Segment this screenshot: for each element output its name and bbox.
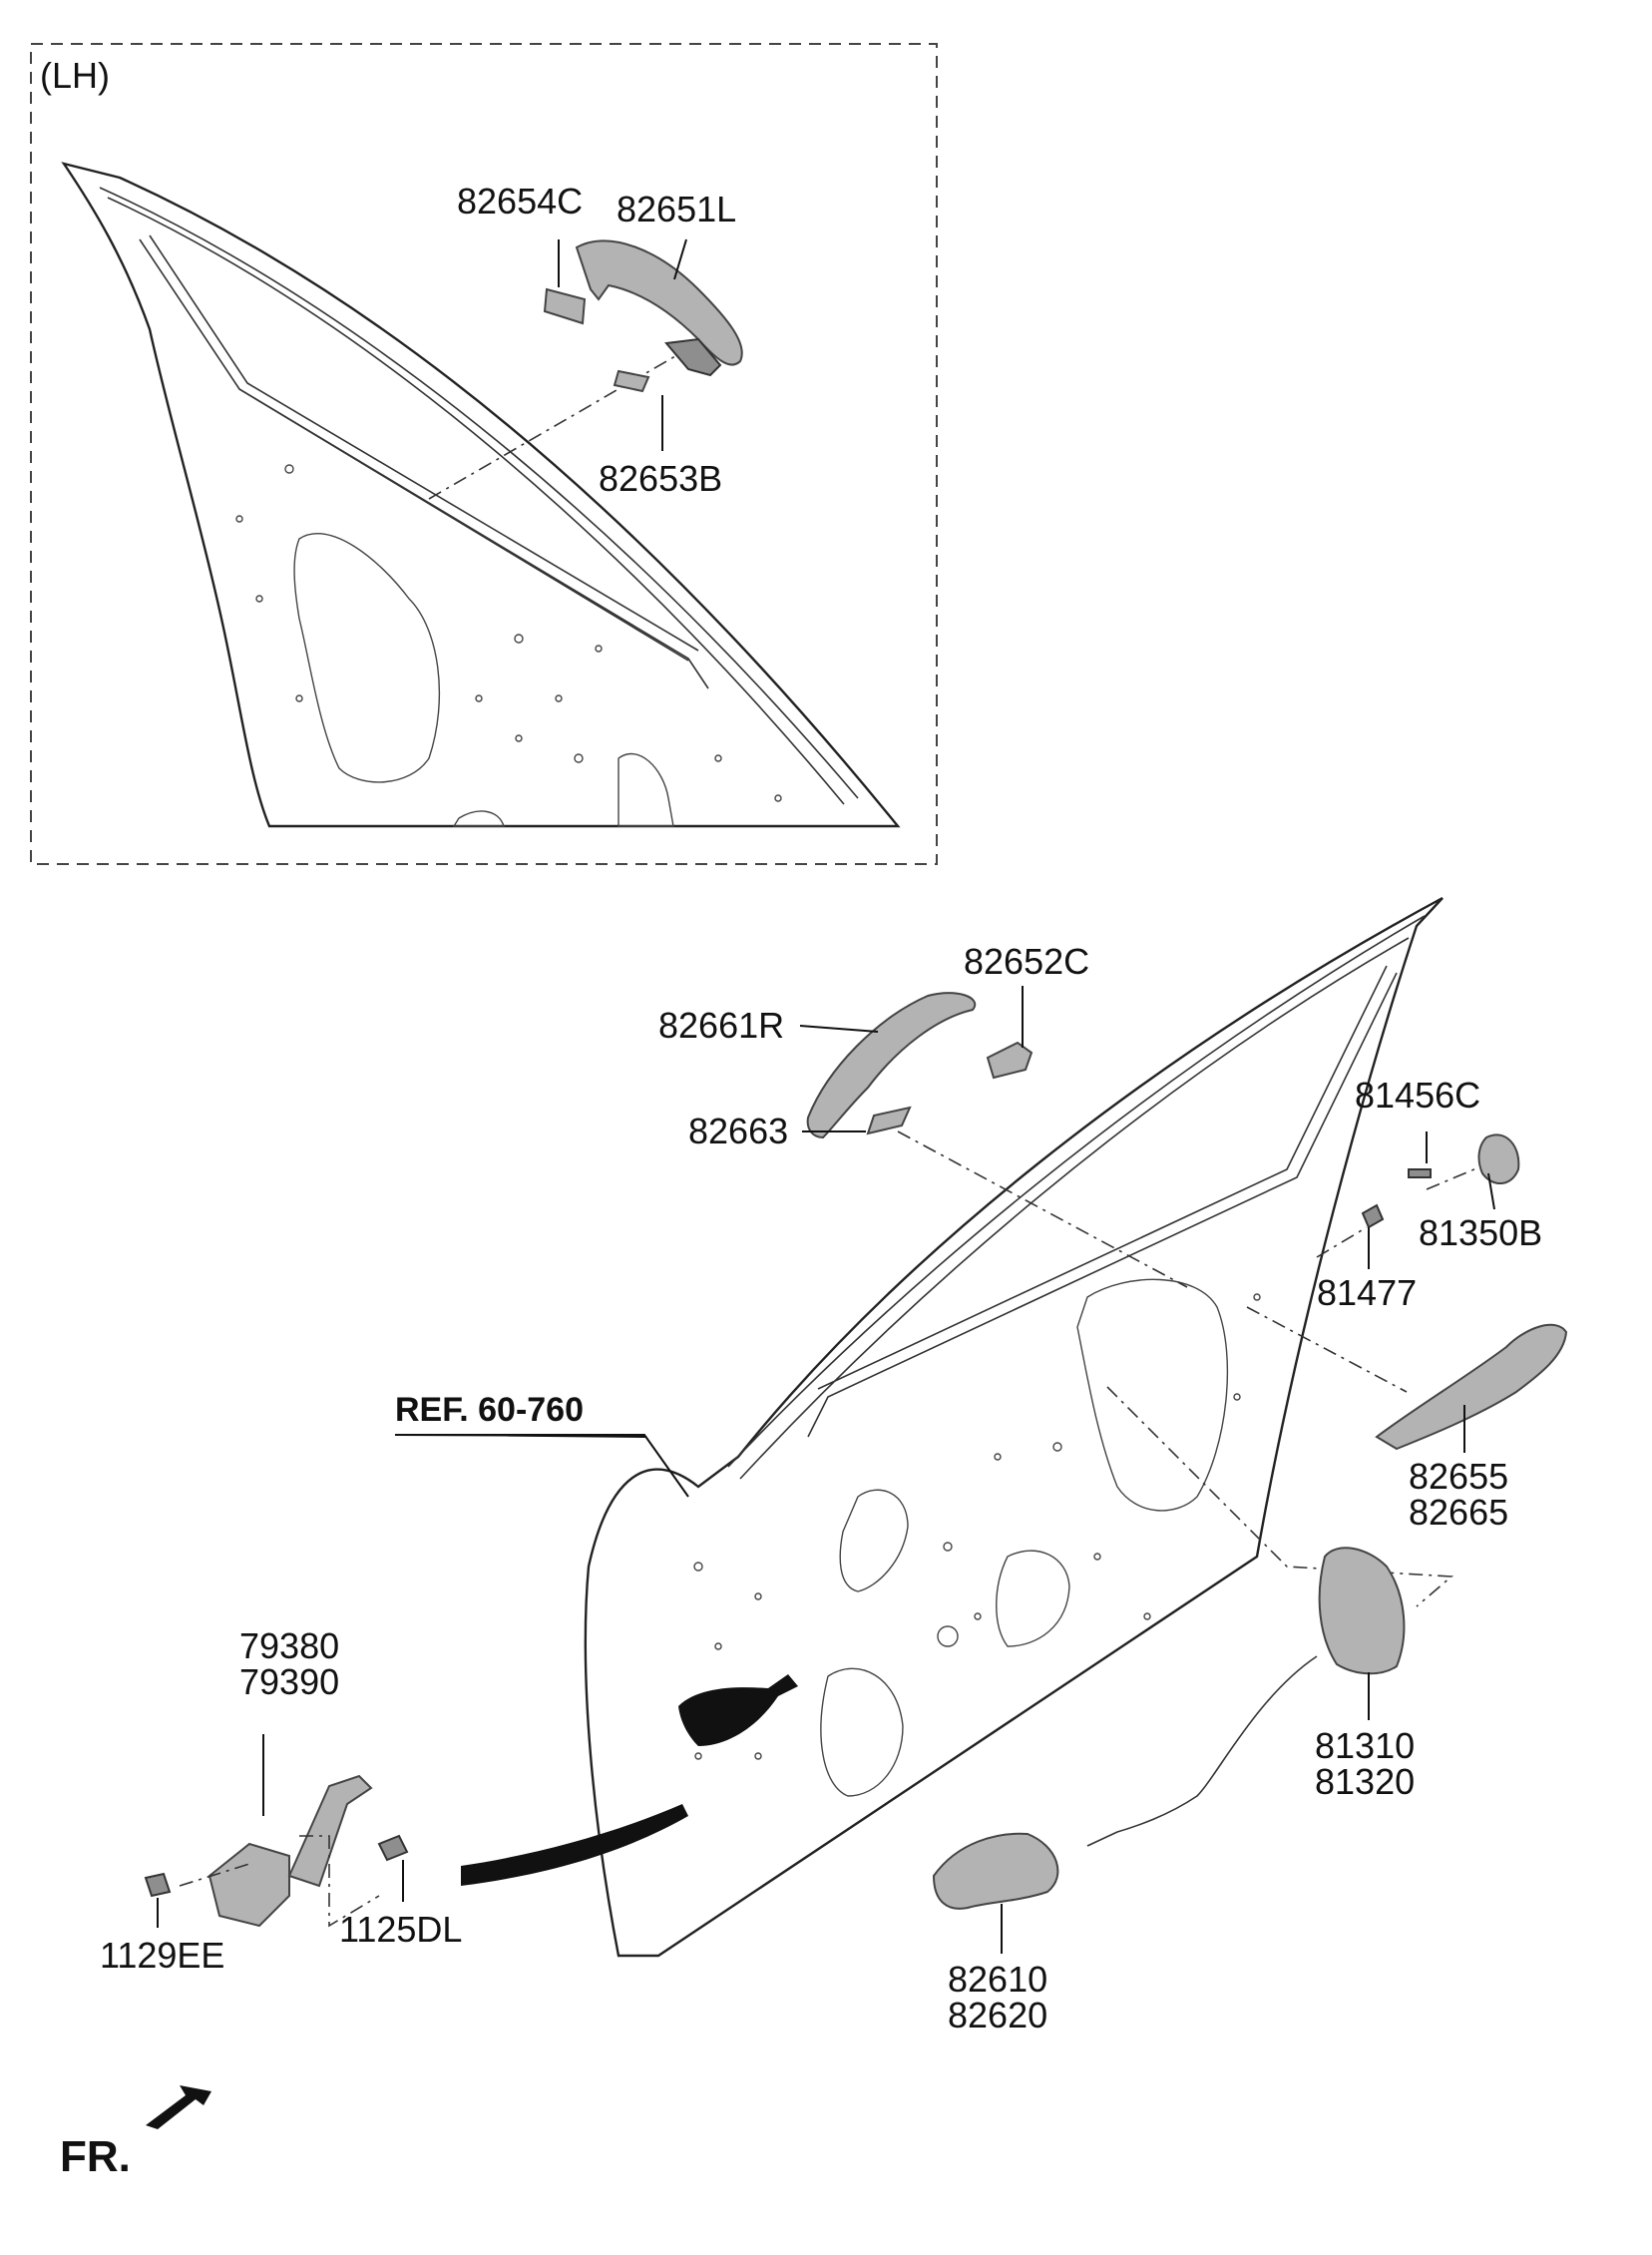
handle-base-82651L [664,337,722,377]
latch-cable [1086,1655,1318,1847]
callout-1125DL: 1125DL [339,1909,462,1950]
callout-81310: 81310 [1315,1725,1415,1766]
gasket-82663 [866,1106,912,1135]
callout-79390: 79390 [239,1661,339,1702]
inset-border [30,43,938,865]
door-latch-81310 [1318,1547,1406,1675]
rh-cable-alignment-line [1246,1306,1408,1393]
callout-82663: 82663 [688,1111,788,1151]
callout-79380: 79380 [239,1625,339,1666]
lh-inset: (LH) 82654C 82651L 82653B [30,43,938,865]
lh-handle-alignment-line [428,330,719,500]
rh-panel-holes [654,1293,1261,1830]
ref-label: REF. 60-760 [395,1391,584,1429]
inset-label: (LH) [40,55,110,96]
front-label: FR. [60,2132,131,2181]
lh-door-panel [61,162,901,828]
callout-81350B: 81350B [1419,1212,1542,1253]
front-arrow-icon [146,2085,211,2129]
bolt-1129EE [144,1872,172,1898]
inside-handle-82610 [932,1832,1059,1910]
ref-pointer-arrow [461,1804,688,1886]
callout-82654C: 82654C [457,181,583,222]
bolt-81456C [1408,1168,1432,1178]
gasket-82653B [613,369,650,393]
outside-handle-82661R [806,992,977,1139]
handle-carrier-82655 [1375,1323,1568,1451]
cap-82652C [986,1041,1033,1080]
door-checker-strap [678,1674,798,1746]
rh-handle-alignment-line [897,1130,1188,1288]
bolt-81456C-alignment [1426,1162,1489,1190]
callout-81320: 81320 [1315,1761,1415,1802]
outside-handle-82651L [575,239,743,366]
lh-panel-holes [235,464,782,802]
callout-82620: 82620 [948,1995,1047,2035]
callout-82661R: 82661R [658,1005,784,1046]
screw-81477-alignment [1316,1226,1368,1258]
callout-1129EE: 1129EE [100,1935,224,1976]
striker-81350B [1477,1133,1520,1184]
rh-door-assembly: 82652C 82661R 82663 81456C 81350B 81477 … [100,896,1568,2035]
callout-82652C: 82652C [964,941,1089,982]
bolt-1125DL [377,1834,409,1862]
front-direction-indicator: FR. [60,2085,211,2181]
lh-door-opening [293,533,441,783]
rh-door-opening-large [1076,1278,1229,1512]
rh-latch-alignment-line [1106,1386,1454,1607]
callout-82655: 82655 [1409,1456,1508,1497]
callout-81477: 81477 [1317,1272,1417,1313]
gasket-82654C [543,287,587,325]
callout-82653B: 82653B [599,458,722,499]
callout-81456C: 81456C [1355,1075,1480,1116]
screw-81477 [1361,1203,1385,1229]
door-checker-79380 [207,1842,290,1928]
callout-82651L: 82651L [617,189,736,229]
callout-82610: 82610 [948,1959,1047,2000]
callout-82665: 82665 [1409,1492,1508,1533]
rh-door-panel [584,896,1444,1958]
